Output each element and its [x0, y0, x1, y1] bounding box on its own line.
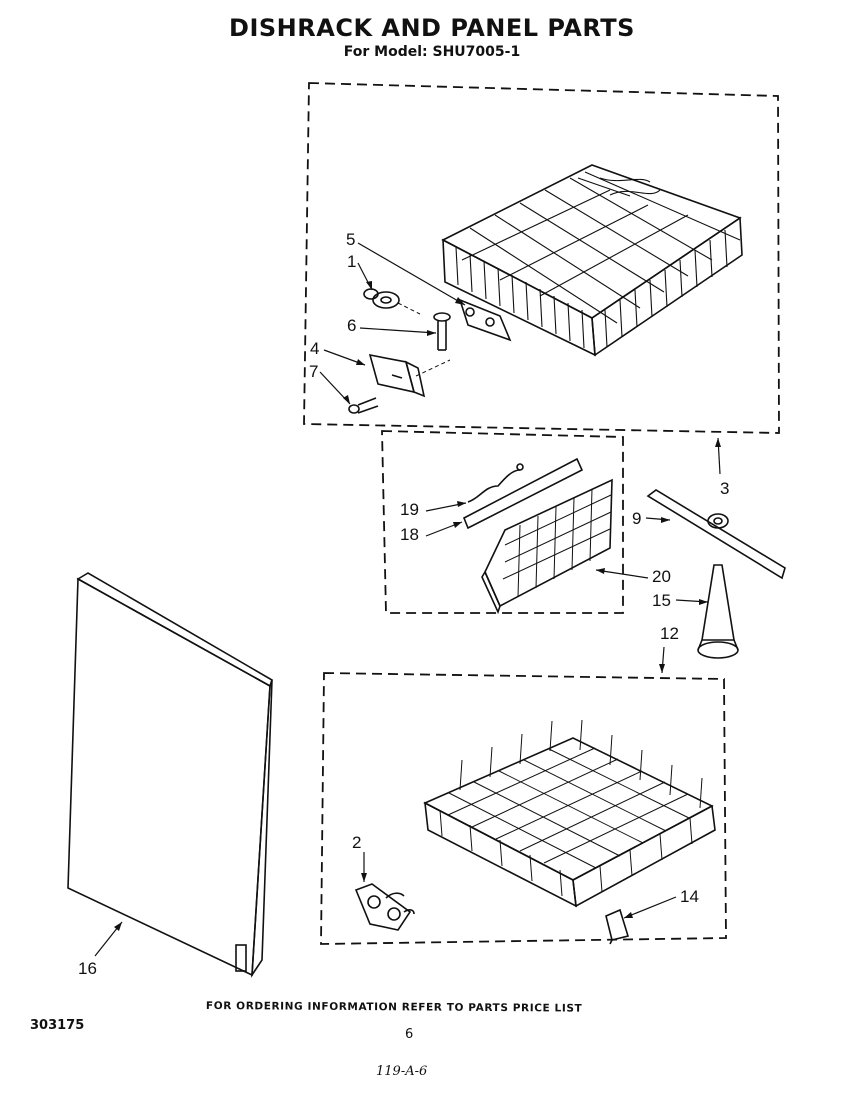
upper-dishrack	[441, 164, 743, 357]
rack-roller-stud-part-6	[433, 312, 451, 351]
rail-clip-part-19	[467, 463, 524, 503]
rack-stop-part-1	[363, 288, 400, 309]
callout-7: 7	[309, 362, 319, 381]
callout-9: 9	[632, 509, 642, 528]
rack-rail-part-18	[462, 457, 584, 530]
callout-1: 1	[347, 252, 357, 271]
filter-panel-part-20	[481, 478, 613, 615]
upper-rack-group-box	[303, 82, 780, 434]
callout-4: 4	[310, 339, 320, 358]
page-number: 6	[405, 1027, 414, 1042]
page-title: DISHRACK AND PANEL PARTS	[229, 14, 635, 42]
callout-3: 3	[720, 479, 730, 498]
document-number: 303175	[30, 1018, 85, 1033]
rack-bracket-part-5	[458, 298, 512, 342]
callout-2: 2	[352, 833, 362, 852]
rack-end-cap-part-4	[368, 353, 426, 398]
screw-part-7	[348, 397, 379, 414]
callout-16: 16	[78, 959, 97, 978]
rack-bumper-part-14	[605, 908, 630, 945]
spray-arm-part-9	[646, 489, 786, 580]
callout-15: 15	[652, 591, 671, 610]
callout-18: 18	[400, 525, 419, 544]
model-subtitle: For Model: SHU7005-1	[343, 44, 521, 60]
handwritten-note: 119-A-6	[376, 1064, 428, 1079]
callout-14: 14	[680, 887, 699, 906]
lower-dishrack	[423, 719, 716, 908]
panel-group-box	[381, 430, 624, 614]
lower-rack-group-box	[320, 672, 727, 945]
callout-6: 6	[347, 316, 357, 335]
callout-20: 20	[652, 567, 671, 586]
callout-12: 12	[660, 624, 679, 643]
rack-roller-part-2	[354, 883, 415, 931]
side-panel-part-16	[67, 572, 273, 978]
callout-5: 5	[346, 230, 356, 249]
spray-tube-part-15	[697, 564, 739, 659]
callout-19: 19	[400, 500, 419, 519]
